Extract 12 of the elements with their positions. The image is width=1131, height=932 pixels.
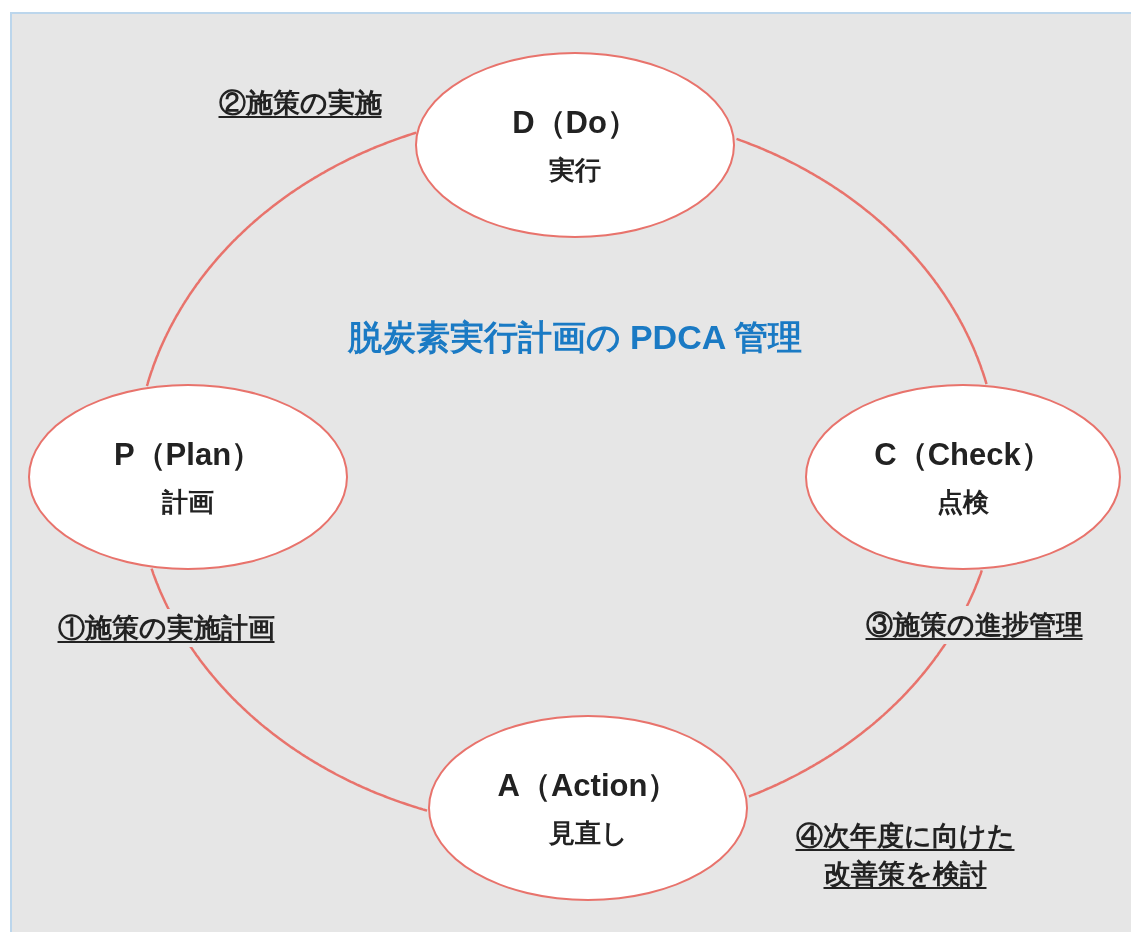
phase-name: 点検 xyxy=(937,485,989,519)
phase-heading: C（Check） xyxy=(874,436,1052,475)
phase-heading: P（Plan） xyxy=(113,436,263,475)
diagram-title: 脱炭素実行計画の PDCA 管理 xyxy=(346,317,804,358)
phase-name: 実行 xyxy=(549,153,601,187)
phase-name: 見直し xyxy=(548,816,628,850)
phase-heading: A（Action） xyxy=(497,767,679,806)
cycle-arc xyxy=(150,568,428,812)
cycle-arc xyxy=(145,131,417,387)
cycle-arc xyxy=(736,137,988,385)
phase-heading: D（Do） xyxy=(512,104,638,143)
phase-name: 計画 xyxy=(162,485,214,519)
